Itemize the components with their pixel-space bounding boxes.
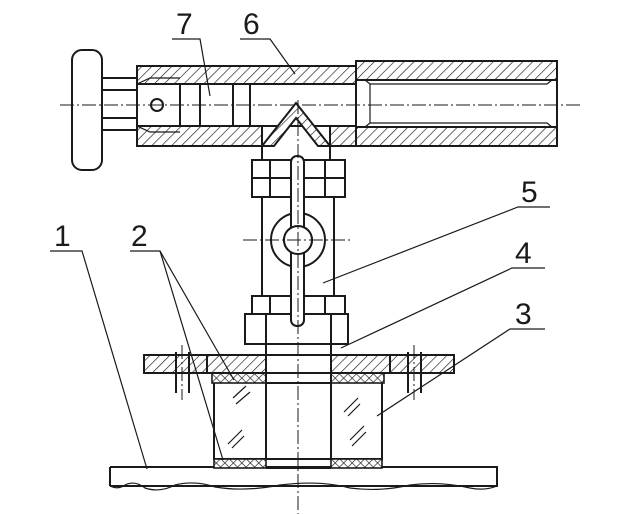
callout-label-3: 3 <box>515 298 532 331</box>
callout-label-5: 5 <box>521 176 538 209</box>
top-pipe <box>136 60 558 160</box>
leader-lines <box>50 38 550 470</box>
callout-label-1: 1 <box>54 220 71 253</box>
base-plate <box>109 466 498 491</box>
callout-label-6: 6 <box>243 8 260 41</box>
callout-label-2: 2 <box>131 220 148 253</box>
callout-label-4: 4 <box>515 237 532 270</box>
callout-label-7: 7 <box>176 8 193 41</box>
